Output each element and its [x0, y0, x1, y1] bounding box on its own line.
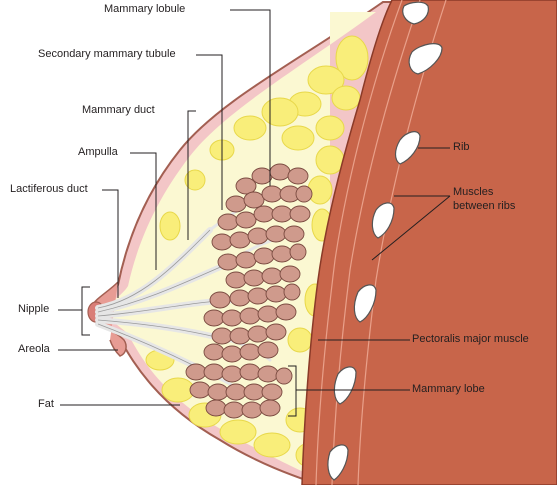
label-ampulla: Ampulla [78, 146, 118, 158]
muscle-fibers [315, 0, 447, 485]
ribs [327, 1, 443, 481]
label-mammary-lobe: Mammary lobe [412, 383, 485, 395]
label-pectoralis-major-muscle: Pectoralis major muscle [412, 333, 529, 345]
label-mammary-duct: Mammary duct [82, 104, 155, 116]
label-areola: Areola [18, 343, 50, 355]
leader-lines [58, 9, 451, 417]
label-rib: Rib [453, 141, 470, 153]
label-fat: Fat [38, 398, 54, 410]
leader-ampulla [130, 152, 157, 270]
leader-secondary-tubule [196, 54, 223, 210]
label-muscles-between-ribs-line2: between ribs [453, 200, 516, 212]
label-nipple: Nipple [18, 303, 50, 315]
label-mammary-lobule: Mammary lobule [104, 3, 186, 15]
bracket-mammary-lobe [288, 365, 297, 417]
mammary-lobules [185, 163, 313, 419]
label-lactiferous-duct: Lactiferous duct [10, 183, 88, 195]
pectoralis-major-muscle [301, 0, 557, 485]
leader-mammary-lobule [230, 9, 271, 186]
bracket-nipple [81, 286, 90, 336]
leader-lactiferous-duct [102, 189, 119, 298]
label-secondary-mammary-tubule: Secondary mammary tubule [38, 48, 176, 60]
leader-muscles-between-ribs-b [371, 195, 451, 261]
label-muscles-between-ribs-line1: Muscles [453, 186, 494, 198]
leader-mammary-duct [187, 110, 196, 240]
